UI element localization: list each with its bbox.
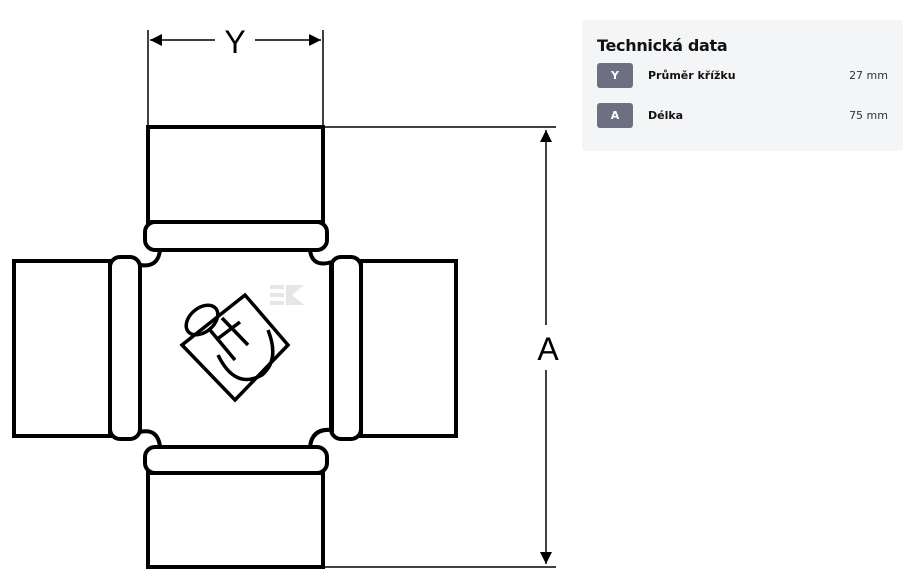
left-cap [12,259,112,438]
bottom-cap [146,471,325,569]
left-collar [108,255,142,441]
grease-nipple-icon [179,292,291,403]
spec-label: Průměr křížku [648,69,736,82]
spec-label: Délka [648,109,684,122]
spec-badge: A [597,103,633,128]
spec-badge: Y [597,63,633,88]
right-cap [359,259,458,438]
spec-value: 27 mm [849,69,888,82]
watermark-logo [270,285,304,305]
cross-body [138,248,334,449]
technical-data-panel: Technická data Y Průměr křížku 27 mm A D… [582,20,903,151]
right-collar [329,255,363,441]
panel-title: Technická data [597,36,728,55]
spec-row-length: A Délka 75 mm [597,103,888,128]
top-cap [146,125,325,224]
spec-row-diameter: Y Průměr křížku 27 mm [597,63,888,88]
dimension-y-label: Y [224,24,245,60]
spec-value: 75 mm [849,109,888,122]
bottom-collar [143,445,329,475]
universal-joint-diagram: Y A [12,24,559,569]
top-collar [143,220,329,252]
dimension-a-label: A [537,331,559,367]
